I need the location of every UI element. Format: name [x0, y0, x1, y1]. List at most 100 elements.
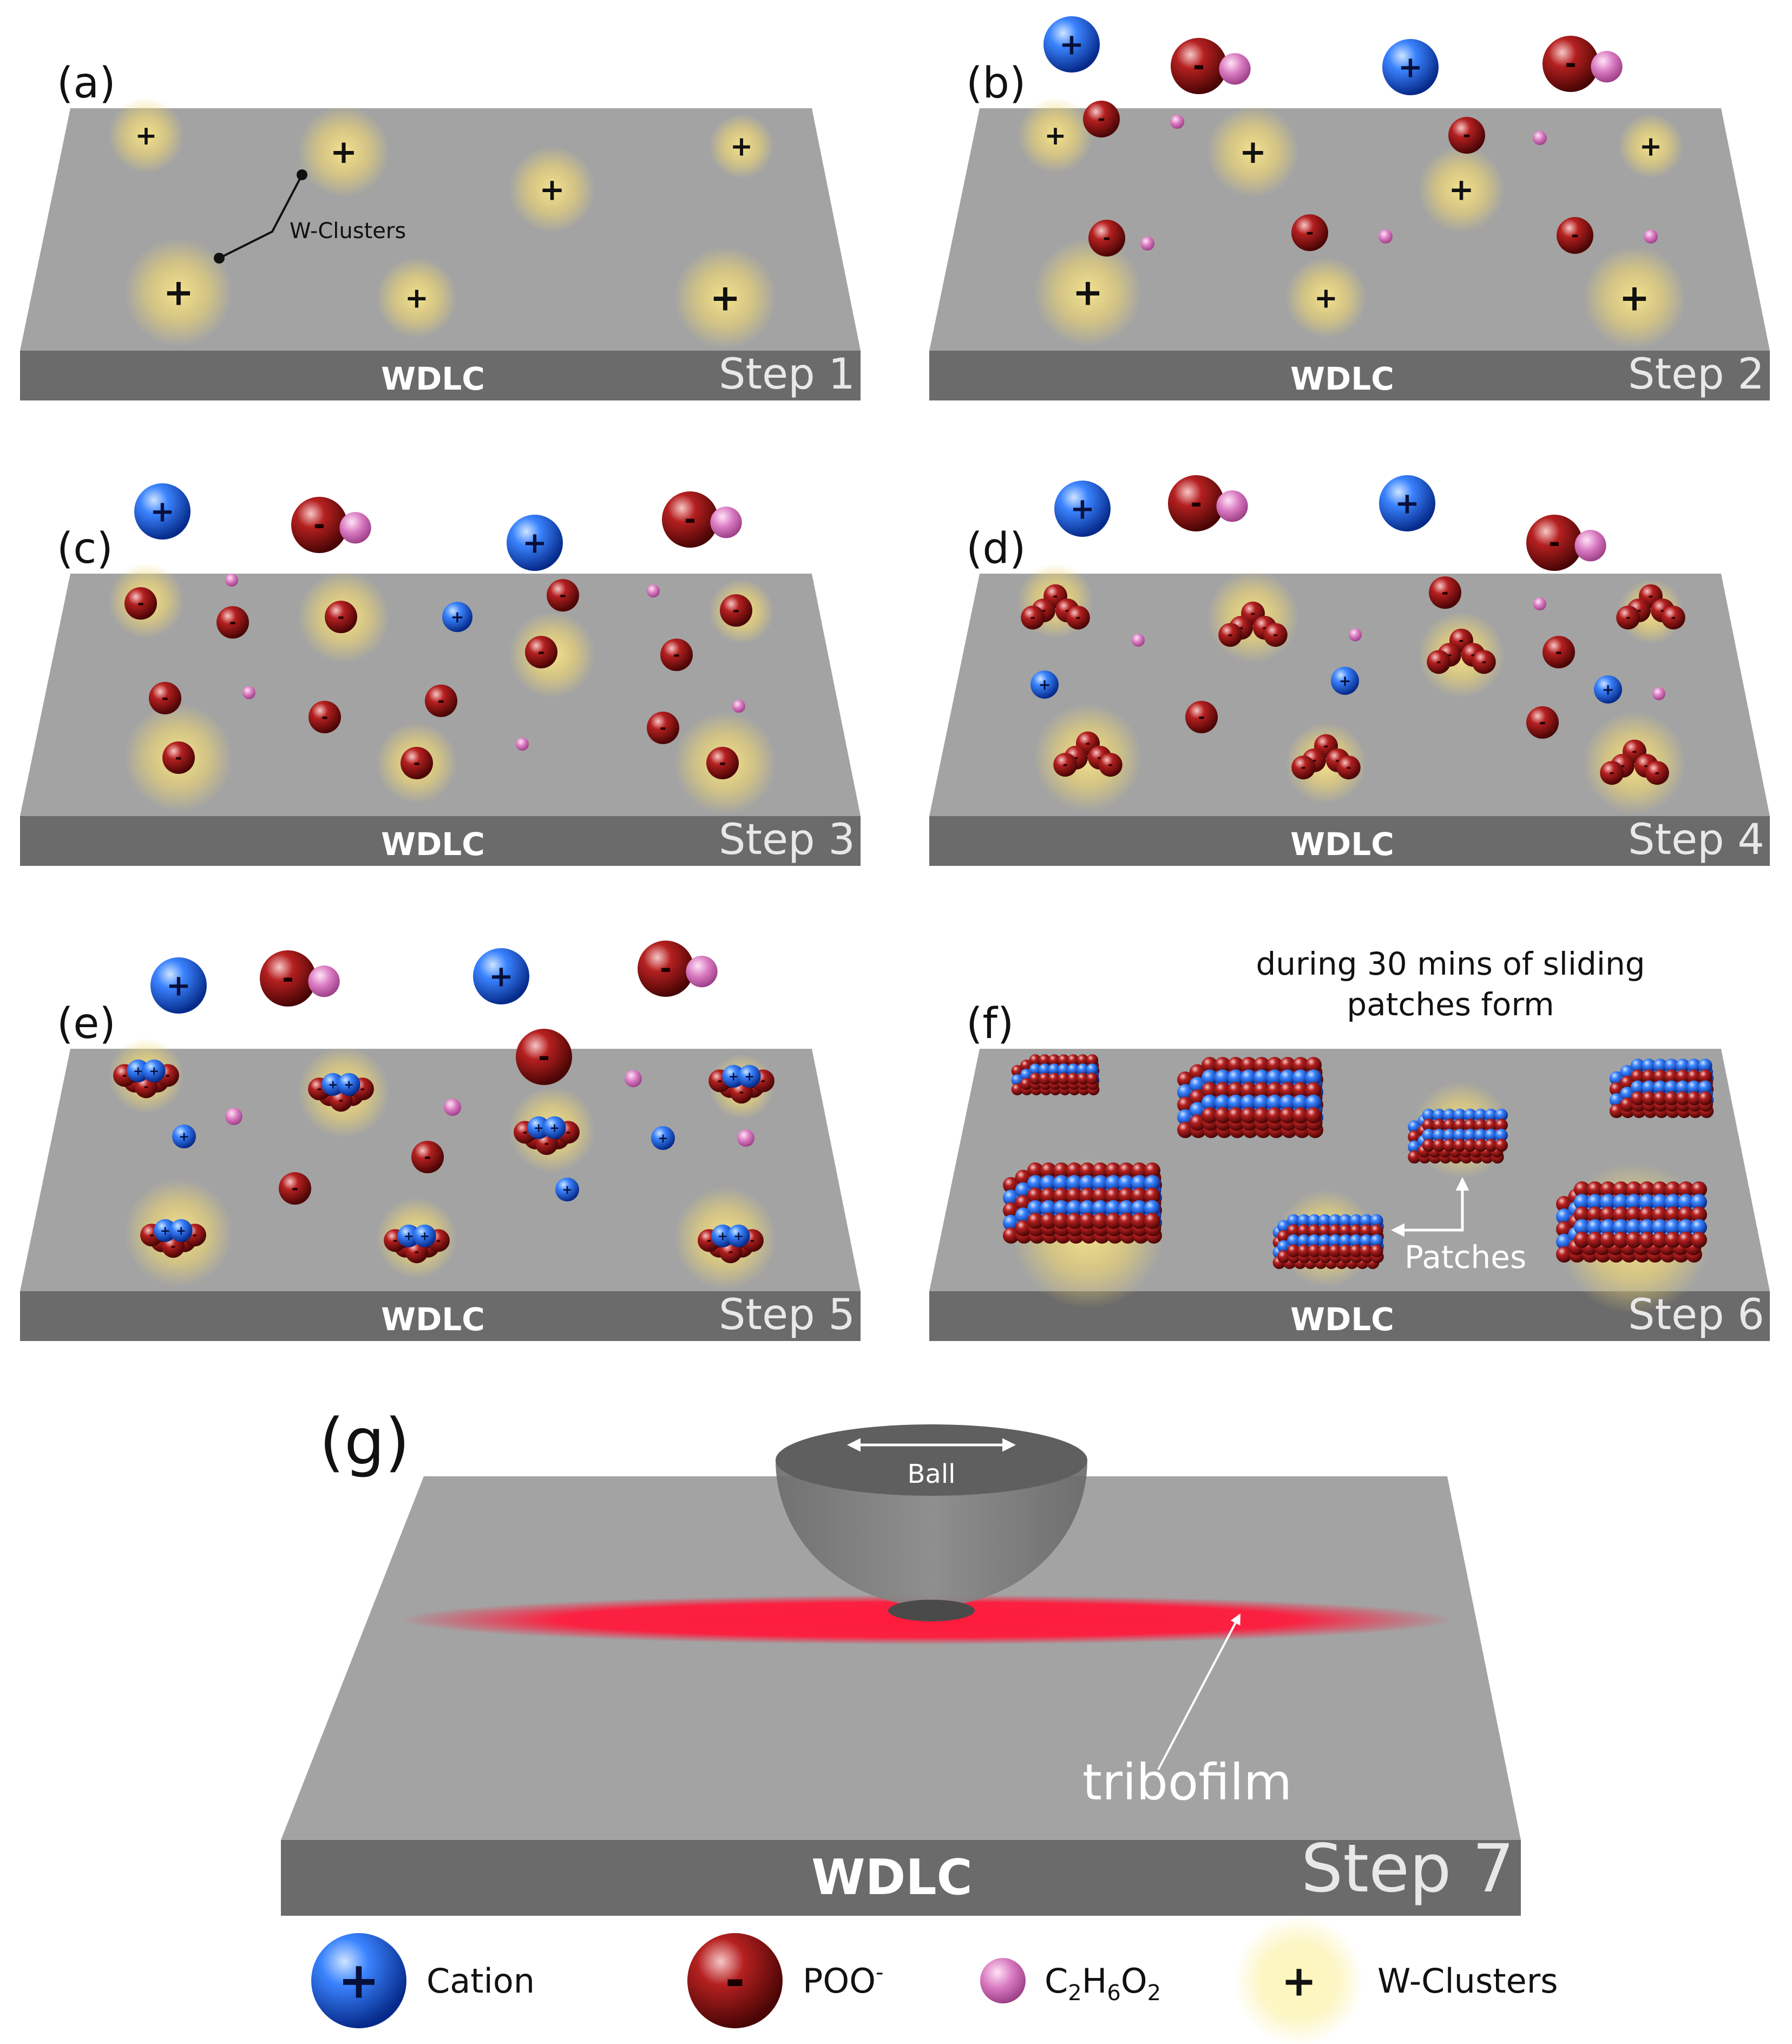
- anion-sphere: [260, 950, 316, 1007]
- patch-sphere: [1040, 1213, 1056, 1229]
- plus-sign: +: [1619, 277, 1650, 319]
- anion-sphere: [1171, 38, 1227, 94]
- patch-sphere: [1287, 1214, 1300, 1227]
- anion-minus-sign: -: [673, 646, 680, 665]
- anion-sphere: [1021, 606, 1045, 630]
- patch-sphere: [1279, 1057, 1296, 1073]
- anion-minus-sign: -: [1555, 643, 1562, 662]
- panel-label: (d): [966, 524, 1026, 573]
- patch-sphere: [1620, 1064, 1635, 1079]
- patch-sphere: [1287, 1234, 1300, 1247]
- patch-sphere: [1432, 1119, 1446, 1132]
- anion-minus-sign: -: [438, 692, 444, 711]
- anion-minus-sign: -: [1471, 648, 1475, 662]
- anion-minus-sign: -: [684, 503, 696, 536]
- panel-label: (a): [57, 59, 116, 108]
- patch-sphere: [1027, 1200, 1043, 1217]
- anion-minus-sign: -: [193, 1228, 198, 1241]
- anion-minus-sign: -: [560, 586, 566, 605]
- patch-sphere: [1177, 1109, 1193, 1126]
- anion-minus-sign: -: [1636, 604, 1641, 617]
- cation-plus-sign: +: [1602, 681, 1614, 698]
- patch-sphere: [1053, 1200, 1069, 1217]
- patch-sphere: [1422, 1108, 1435, 1122]
- patch-sphere: [1600, 1232, 1616, 1248]
- patch-sphere: [1630, 1059, 1645, 1073]
- panel-label: (c): [57, 524, 113, 573]
- patch-sphere: [1092, 1162, 1108, 1179]
- patch-sphere: [1118, 1200, 1134, 1217]
- patch-sphere: [1664, 1091, 1679, 1106]
- anion-minus-sign: -: [660, 719, 666, 738]
- cation-plus-sign: +: [328, 1078, 338, 1092]
- patch-sphere: [1653, 1080, 1668, 1095]
- substrate-label: WDLC: [381, 1301, 485, 1338]
- patch-sphere: [1556, 1221, 1572, 1238]
- patch-sphere: [1202, 1057, 1218, 1073]
- patch-sphere: [1339, 1234, 1352, 1247]
- patch-sphere: [1698, 1069, 1712, 1084]
- patch-sphere: [1067, 1054, 1079, 1067]
- anion-sphere: [525, 636, 557, 668]
- patch-sphere: [1144, 1162, 1160, 1179]
- anion-minus-sign: -: [719, 754, 726, 773]
- glycol-sphere: [980, 1958, 1026, 2003]
- w-cluster-glow: [1583, 246, 1686, 349]
- patch-sphere: [1556, 1208, 1572, 1225]
- plus-sign: +: [330, 133, 357, 171]
- cation-plus-sign: +: [419, 1230, 429, 1243]
- patch-sphere: [1495, 1119, 1508, 1132]
- anion-minus-sign: -: [1463, 124, 1471, 146]
- patch-sphere: [1620, 1087, 1635, 1101]
- patch-sphere: [1020, 1069, 1033, 1081]
- ball-contact-spot: [888, 1600, 975, 1621]
- patch-sphere: [1015, 1220, 1032, 1237]
- patch-sphere: [1177, 1084, 1193, 1101]
- patch-sphere: [1003, 1177, 1019, 1193]
- w-cluster-glow: [1207, 106, 1299, 198]
- patch-sphere: [1600, 1219, 1616, 1235]
- step-label: Step 5: [719, 1291, 855, 1339]
- patch-sphere: [1079, 1213, 1095, 1229]
- cation-plus-sign: +: [150, 494, 175, 529]
- patch-sphere: [1484, 1139, 1498, 1152]
- anion-sphere: [401, 747, 433, 779]
- patch-sphere: [1665, 1219, 1681, 1235]
- patch-sphere: [1253, 1082, 1270, 1099]
- anion-sphere: [647, 712, 679, 744]
- cation-plus-sign: +: [160, 1224, 170, 1238]
- patch-sphere: [1422, 1119, 1435, 1132]
- patch-sphere: [1318, 1244, 1331, 1258]
- anion-minus-sign: -: [1481, 655, 1486, 669]
- cation-plus-sign: +: [522, 525, 547, 560]
- cation-sphere: [311, 1933, 406, 2028]
- patch-sphere: [1574, 1181, 1590, 1198]
- substrate-label: WDLC: [381, 360, 485, 397]
- pointer-dot: [297, 169, 307, 180]
- patch-sphere: [1189, 1076, 1206, 1093]
- legend-glycol-label: C2H6O2: [1045, 1961, 1161, 2006]
- patch-sphere: [1215, 1094, 1231, 1111]
- plus-sign: +: [539, 173, 564, 208]
- patch-sphere: [1587, 1219, 1603, 1235]
- patch-sphere: [1678, 1206, 1694, 1223]
- patch-sphere: [1664, 1080, 1679, 1095]
- patch-sphere: [1177, 1122, 1193, 1138]
- plus-sign: +: [405, 281, 429, 314]
- cation-sphere: [722, 1064, 745, 1088]
- patch-sphere: [1328, 1234, 1342, 1247]
- patch-sphere: [1698, 1091, 1712, 1106]
- patch-sphere: [1066, 1175, 1082, 1192]
- cation-plus-sign: +: [179, 1130, 189, 1144]
- patch-sphere: [1066, 1187, 1082, 1204]
- glycol-sphere: [1574, 530, 1606, 562]
- tribofilm-pointer-arrow: [1157, 1613, 1240, 1770]
- panel-d: ---------------------------------------+…: [929, 475, 1770, 866]
- plus-sign: +: [1281, 1957, 1316, 2006]
- patch-stack: [1272, 1214, 1384, 1269]
- legend-cation-label: Cation: [426, 1961, 535, 2001]
- step-label: Step 4: [1628, 816, 1764, 864]
- patch-sphere: [1630, 1080, 1645, 1095]
